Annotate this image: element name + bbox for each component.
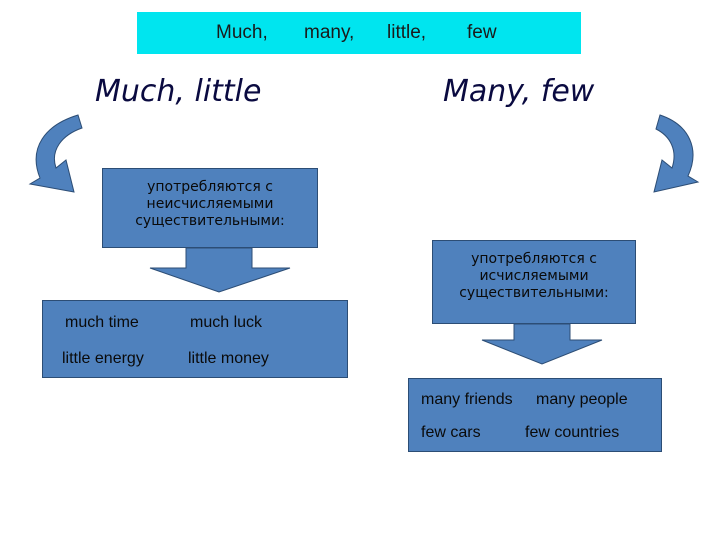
example-much-time: much time — [65, 314, 139, 331]
example-few-countries: few countries — [525, 424, 620, 441]
example-few-cars: few cars — [421, 424, 481, 441]
left-heading: Much, little — [95, 74, 262, 109]
example-many-people: many people — [536, 391, 628, 408]
title-banner: Much, many, little, few — [137, 12, 581, 54]
curved-arrow-icon — [653, 114, 700, 193]
left-rule-line: неисчисляемыми — [146, 196, 274, 212]
right-heading: Many, few — [443, 74, 595, 109]
left-rule-line: существительными: — [135, 213, 285, 229]
curved-arrow-icon — [28, 114, 83, 193]
title-word-much: Much, — [216, 22, 268, 43]
right-rule-box: употребляются с исчисляемыми существител… — [432, 240, 636, 324]
example-little-money: little money — [188, 350, 269, 367]
right-rule-line: существительными: — [459, 285, 609, 301]
right-examples-box: many friends many people few cars few co… — [408, 378, 662, 452]
example-many-friends: many friends — [421, 391, 513, 408]
title-word-few: few — [467, 22, 497, 43]
example-little-energy: little energy — [62, 350, 144, 367]
down-arrow-icon — [481, 323, 603, 365]
title-word-many: many, — [304, 22, 355, 43]
left-rule-box: употребляются с неисчисляемыми существит… — [102, 168, 318, 248]
title-word-little: little, — [387, 22, 427, 43]
down-arrow-icon — [149, 247, 291, 293]
right-rule-line: употребляются с — [471, 251, 597, 267]
right-rule-line: исчисляемыми — [479, 268, 589, 284]
left-examples-box: much time much luck little energy little… — [42, 300, 348, 378]
example-much-luck: much luck — [190, 314, 263, 331]
left-rule-line: употребляются с — [147, 179, 273, 195]
